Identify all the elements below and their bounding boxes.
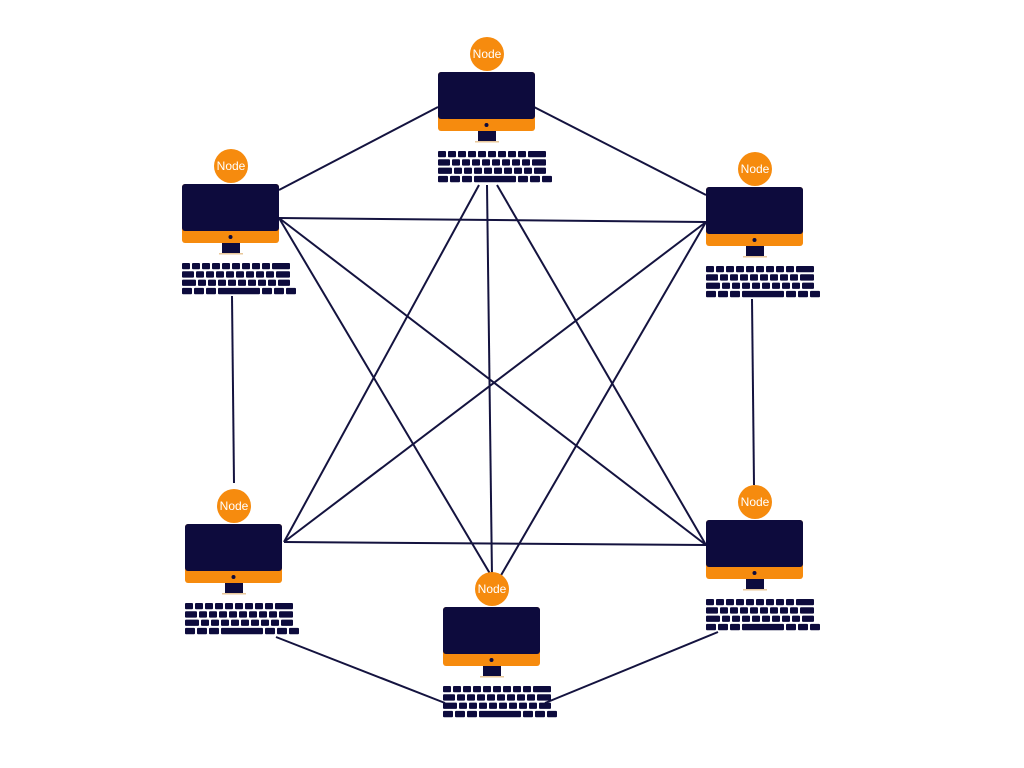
connection-line <box>283 221 707 543</box>
connection-line <box>496 184 707 546</box>
node-label: Node <box>220 499 249 513</box>
connection-line <box>278 217 707 546</box>
node-right-top[interactable]: Node <box>706 152 820 298</box>
keyboard-icon <box>706 599 820 631</box>
node-label: Node <box>217 159 246 173</box>
connection-line <box>278 106 439 191</box>
node-badge <box>738 485 772 519</box>
node-label: Node <box>473 47 502 61</box>
connection-line <box>278 217 493 578</box>
monitor-icon <box>438 72 535 143</box>
connection-line <box>751 298 755 486</box>
node-top[interactable]: Node <box>438 37 552 183</box>
connection-line <box>275 636 446 704</box>
connection-line <box>499 221 707 578</box>
connections <box>231 106 755 704</box>
node-left-top[interactable]: Node <box>182 149 296 295</box>
connection-line <box>283 541 707 546</box>
node-bottom[interactable]: Node <box>443 572 557 718</box>
connection-line <box>486 184 493 578</box>
node-right-bottom[interactable]: Node <box>706 485 820 631</box>
node-badge <box>214 149 248 183</box>
keyboard-icon <box>185 603 299 635</box>
node-label: Node <box>741 162 770 176</box>
connection-line <box>278 217 707 223</box>
keyboard-icon <box>706 266 820 298</box>
monitor-icon <box>706 187 803 258</box>
keyboard-icon <box>182 263 296 295</box>
connection-line <box>533 106 707 196</box>
connection-line <box>544 631 719 704</box>
monitor-icon <box>182 184 279 255</box>
connection-line <box>283 184 480 543</box>
node-badge <box>470 37 504 71</box>
keyboard-icon <box>438 151 552 183</box>
node-left-bottom[interactable]: Node <box>185 489 299 635</box>
monitor-icon <box>706 520 803 591</box>
node-label: Node <box>478 582 507 596</box>
keyboard-icon <box>443 686 557 718</box>
monitor-icon <box>443 607 540 678</box>
connection-line <box>231 295 235 484</box>
node-badge <box>738 152 772 186</box>
node-label: Node <box>741 495 770 509</box>
node-badge <box>475 572 509 606</box>
monitor-icon <box>185 524 282 595</box>
node-badge <box>217 489 251 523</box>
